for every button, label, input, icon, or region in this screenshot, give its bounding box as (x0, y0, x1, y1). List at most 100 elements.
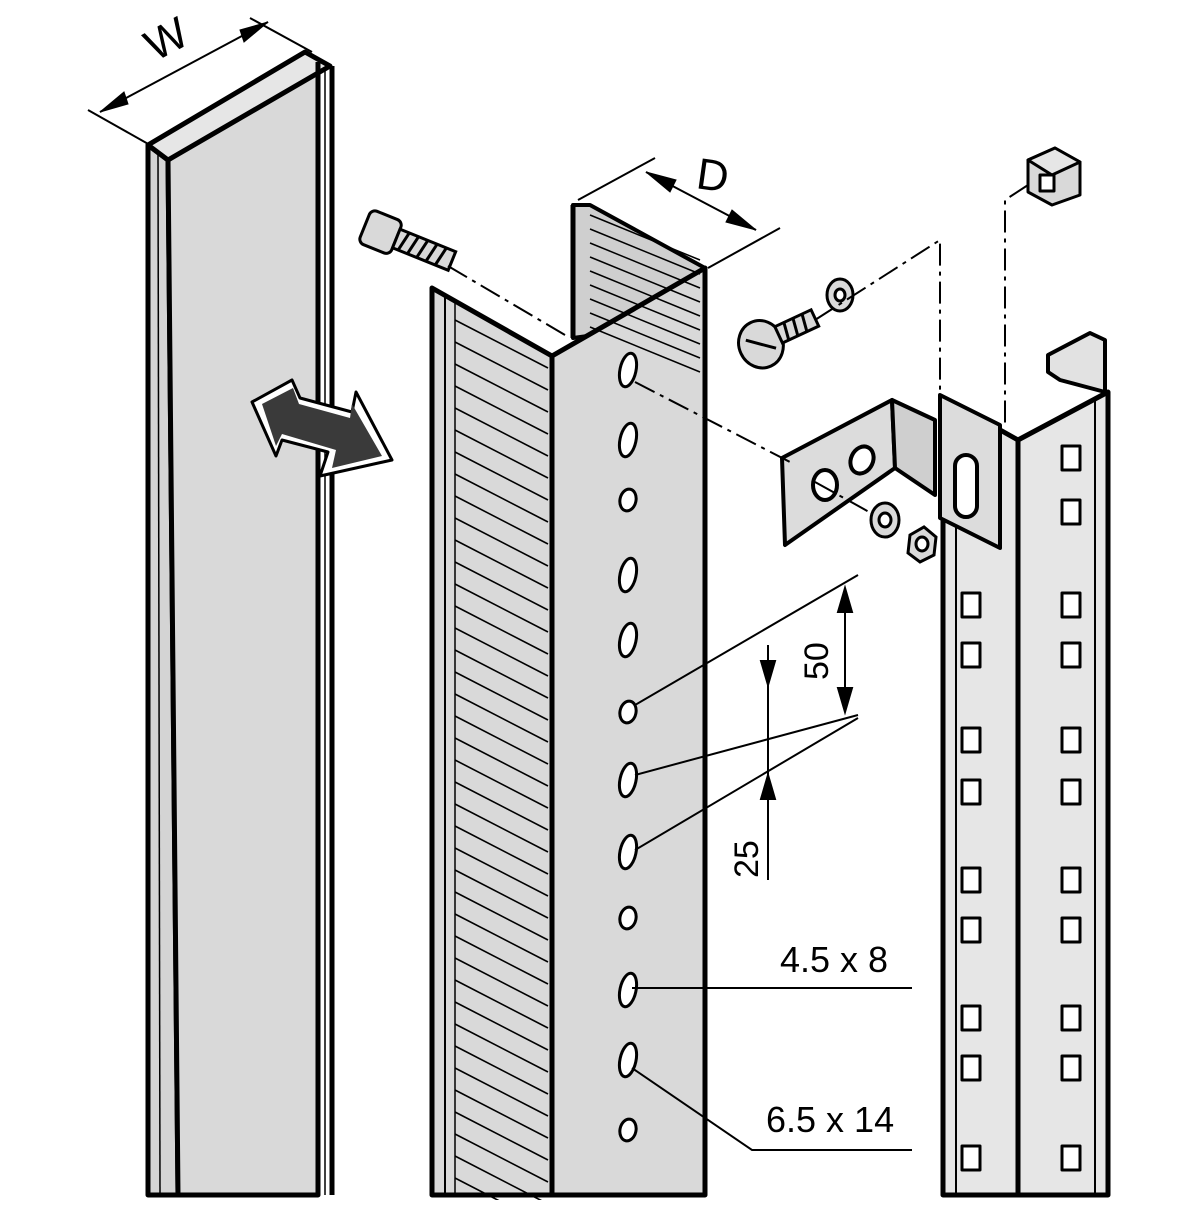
square-hole (1060, 778, 1082, 806)
rib-line (454, 1089, 549, 1139)
square-hole (1060, 726, 1082, 754)
square-hole (1060, 444, 1082, 472)
inner-rib-line (589, 228, 701, 275)
rib-line (454, 539, 549, 589)
square-hole (1060, 498, 1082, 526)
depth-label: D (694, 149, 732, 202)
hole-large-label: 6.5 x 14 (766, 1099, 894, 1140)
rib-line (454, 1111, 549, 1161)
square-hole (960, 1054, 982, 1082)
rib-line (454, 649, 549, 699)
rib-line (454, 451, 549, 501)
mounting-slot (617, 421, 639, 459)
rib-line (454, 957, 549, 1007)
square-hole (960, 641, 982, 669)
left-c-profile (145, 49, 335, 1198)
right-profile-square-holes (960, 444, 1082, 1172)
rib-line (454, 825, 549, 875)
hole-callouts (631, 987, 912, 1151)
rib-line (454, 1045, 549, 1095)
square-hole (960, 1144, 982, 1172)
rib-line (454, 1001, 549, 1051)
square-hole (1060, 1054, 1082, 1082)
rib-line (454, 715, 549, 765)
rib-line (454, 781, 549, 831)
square-hole (960, 591, 982, 619)
square-hole (960, 778, 982, 806)
rib-line (454, 891, 549, 941)
rib-line (454, 869, 549, 919)
square-hole (960, 726, 982, 754)
mounting-slot (618, 905, 638, 931)
rib-line (454, 429, 549, 479)
rib-line (454, 495, 549, 545)
rib-line (454, 517, 549, 567)
nut-icon (869, 501, 938, 564)
rib-line (454, 1133, 549, 1183)
inner-rib-line (589, 242, 701, 289)
rib-line (454, 561, 549, 611)
rib-line (454, 385, 549, 435)
rib-line (454, 803, 549, 853)
mounting-slot (617, 621, 639, 659)
width-label: W (137, 8, 197, 71)
rib-line (454, 693, 549, 743)
screw-icon (737, 307, 821, 370)
left-profile-main (165, 59, 321, 1198)
rib-line (454, 407, 549, 457)
rib-line (454, 1155, 549, 1205)
mounting-slot (618, 1117, 638, 1143)
pitch-large-label: 50 (798, 642, 836, 680)
middle-profile-ribs (454, 319, 549, 1205)
rib-line (454, 605, 549, 655)
middle-profile-left-face (429, 285, 555, 1198)
rib-line (454, 935, 549, 985)
middle-profile-slots (617, 351, 639, 1143)
square-hole (1060, 1144, 1082, 1172)
inner-rib-line (589, 256, 701, 303)
rib-line (454, 671, 549, 721)
mounting-slot (617, 351, 639, 389)
rib-line (454, 737, 549, 787)
middle-profile (429, 203, 708, 1205)
square-hole (1060, 591, 1082, 619)
rib-line (454, 473, 549, 523)
square-hole (1060, 866, 1082, 894)
inner-rib-line (589, 312, 701, 359)
rib-line (454, 913, 549, 963)
mounting-slot (617, 833, 639, 871)
rib-line (454, 627, 549, 677)
rib-line (454, 319, 549, 369)
rib-line (454, 363, 549, 413)
inner-rib-line (589, 270, 701, 317)
square-hole (1060, 641, 1082, 669)
rib-line (454, 847, 549, 897)
hole-small-label: 4.5 x 8 (780, 939, 888, 980)
mounting-slot (617, 971, 639, 1009)
right-profile (940, 331, 1111, 1198)
cage-nut-icon (1026, 146, 1082, 207)
rib-line (454, 1067, 549, 1117)
mounting-slot (617, 556, 639, 594)
inner-rib-line (589, 214, 701, 261)
rib-line (454, 341, 549, 391)
assembly-lines (634, 184, 1029, 519)
mounting-slot (618, 699, 638, 725)
hex-bolt-icon (358, 209, 458, 273)
square-hole (960, 1004, 982, 1032)
rib-line (454, 1023, 549, 1073)
middle-profile-inner-ribs (589, 214, 701, 373)
square-hole (960, 916, 982, 944)
depth-dimension (577, 157, 781, 269)
washer-icon (825, 277, 855, 313)
inner-rib-line (589, 326, 701, 373)
square-hole (1060, 916, 1082, 944)
right-profile-back-channel (1046, 331, 1107, 394)
pitch-dimensions (634, 574, 859, 880)
mounting-slot (618, 487, 638, 513)
rib-line (454, 979, 549, 1029)
inner-rib-line (589, 298, 701, 345)
square-hole (960, 866, 982, 894)
